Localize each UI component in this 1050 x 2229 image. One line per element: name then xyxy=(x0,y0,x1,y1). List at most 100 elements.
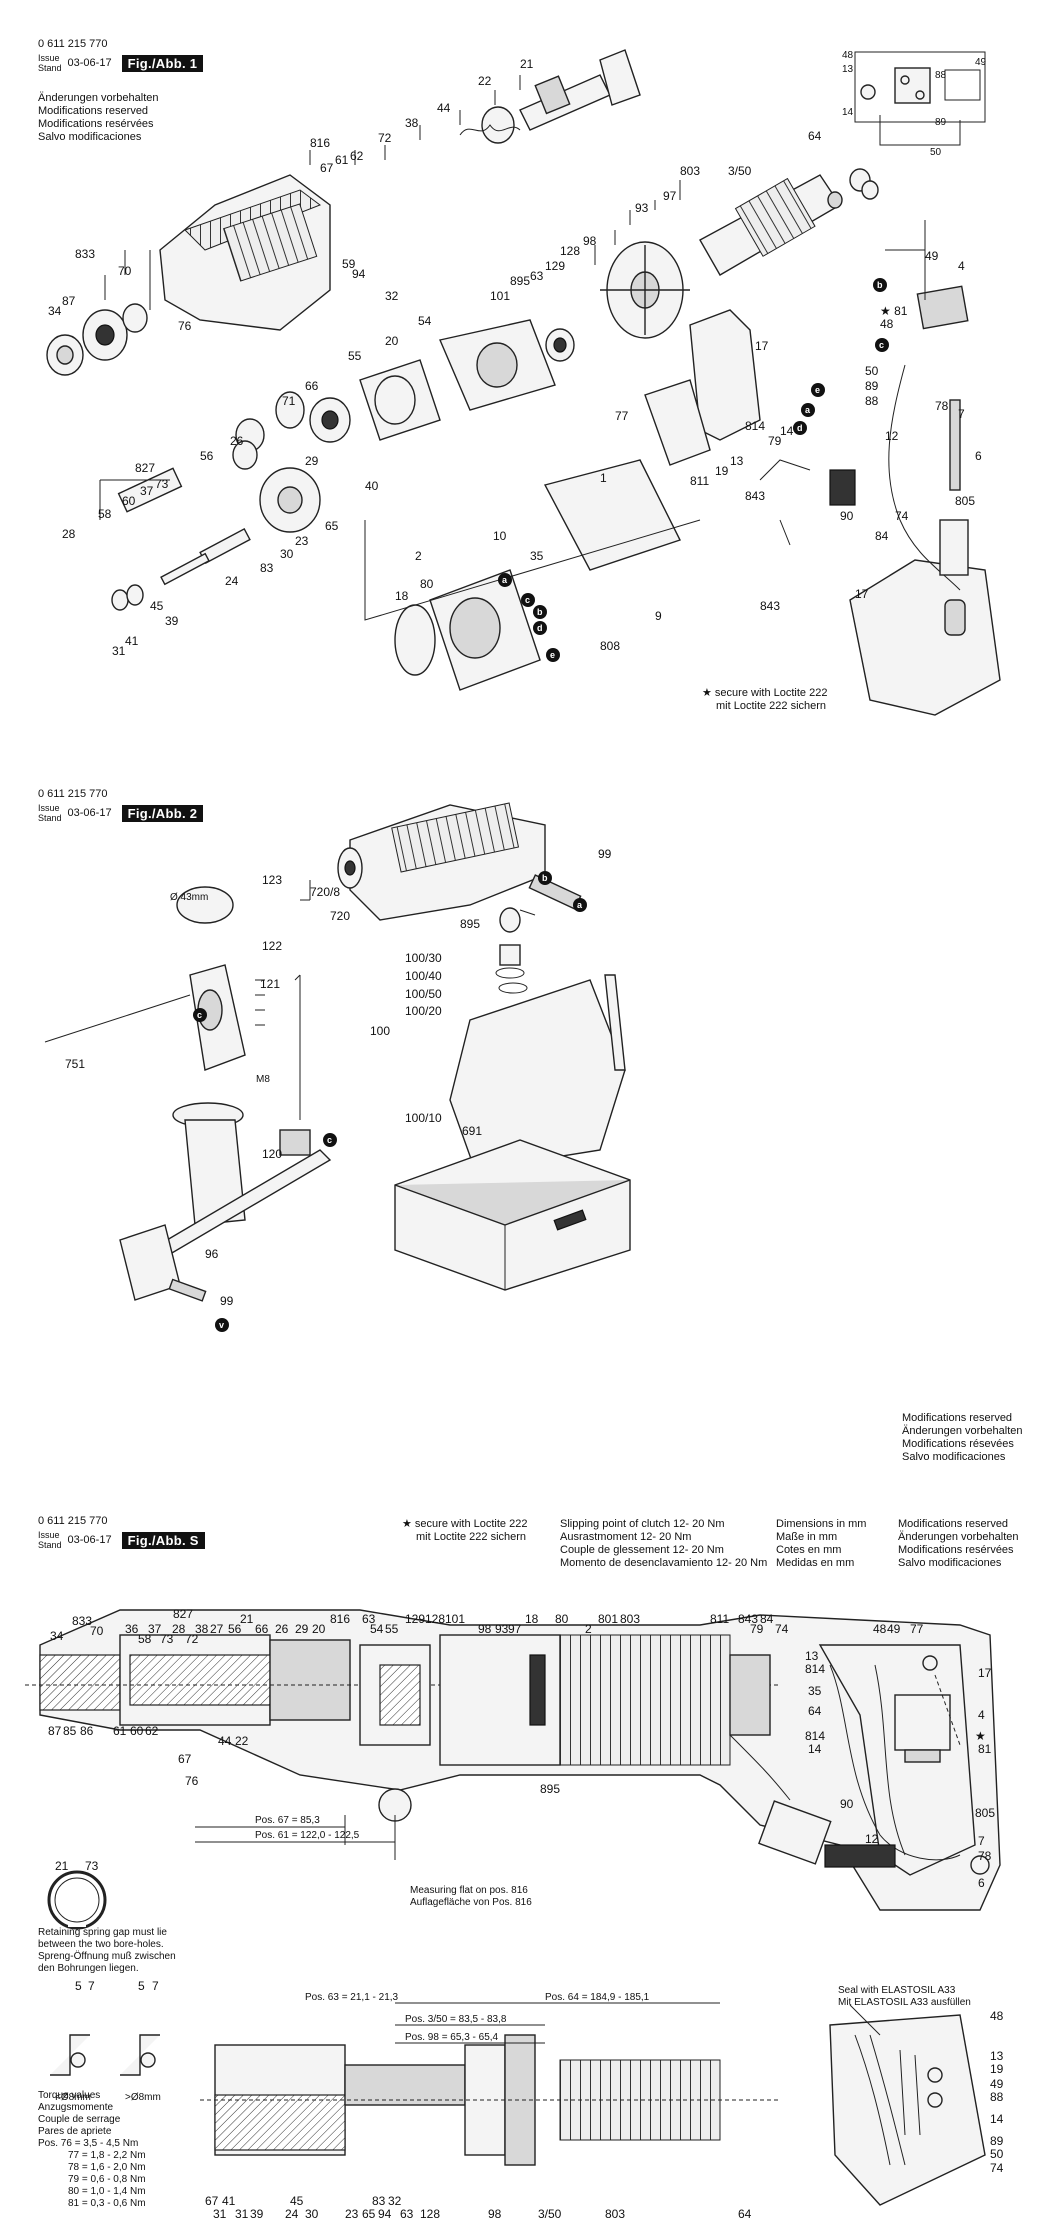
label-96: 96 xyxy=(205,1247,219,1261)
label-73: 73 xyxy=(155,477,169,491)
svg-text:23: 23 xyxy=(345,2207,359,2221)
svg-text:30: 30 xyxy=(305,2207,319,2221)
label-35: 35 xyxy=(530,549,544,563)
svg-text:63: 63 xyxy=(362,1612,376,1626)
label-13: 13 xyxy=(730,454,744,468)
label-72: 72 xyxy=(378,131,392,145)
label-31: 31 xyxy=(112,644,126,658)
handle-housing xyxy=(644,309,1001,716)
tool-holder xyxy=(459,49,641,144)
label-751: 751 xyxy=(65,1057,85,1071)
label-79: 79 xyxy=(768,434,782,448)
label-66: 66 xyxy=(305,379,319,393)
svg-text:5: 5 xyxy=(138,1979,145,1993)
svg-text:14: 14 xyxy=(990,2112,1004,2126)
label-7: 7 xyxy=(958,407,965,421)
label-71: 71 xyxy=(282,394,296,408)
svg-text:24: 24 xyxy=(285,2207,299,2221)
fig-badge: Fig./Abb. 1 xyxy=(121,54,204,72)
svg-text:56: 56 xyxy=(228,1622,242,1636)
label-121: 121 xyxy=(260,977,280,991)
svg-text:98: 98 xyxy=(488,2207,502,2221)
svg-text:827: 827 xyxy=(173,1607,193,1621)
shaft-parts xyxy=(111,440,321,611)
svg-text:128: 128 xyxy=(420,2207,440,2221)
label-77: 77 xyxy=(615,409,629,423)
label-20: 20 xyxy=(385,334,399,348)
label-895: 895 xyxy=(460,917,480,931)
label-1: 1 xyxy=(600,471,607,485)
label-99b: 99 xyxy=(220,1294,234,1308)
svg-text:c: c xyxy=(327,1135,332,1145)
section-view-figS: Pos. 67 = 85,3 Pos. 61 = 122,0 - 122,5 <… xyxy=(25,1607,1004,2221)
svg-text:13: 13 xyxy=(805,1649,819,1663)
label-90: 90 xyxy=(840,509,854,523)
label-48: 48 xyxy=(880,317,894,331)
bearing-flange xyxy=(439,319,575,411)
svg-text:94: 94 xyxy=(378,2207,392,2221)
svg-text:37: 37 xyxy=(148,1622,162,1636)
svg-text:93: 93 xyxy=(495,1622,509,1636)
svg-text:13: 13 xyxy=(990,2049,1004,2063)
svg-text:4: 4 xyxy=(978,1708,985,1722)
svg-text:129: 129 xyxy=(405,1612,425,1626)
label-100-10: 100/10 xyxy=(405,1111,442,1125)
connection-markers: b a c c v xyxy=(193,871,587,1332)
svg-text:a: a xyxy=(502,575,508,585)
svg-text:e: e xyxy=(815,385,820,395)
side-handle xyxy=(44,886,246,1226)
label-67: 67 xyxy=(320,161,334,175)
label-17: 17 xyxy=(755,339,769,353)
label-816: 816 xyxy=(310,136,330,150)
part-labels: 21 22 44 38 72 816 62 67 61 59 94 32 833… xyxy=(48,50,987,658)
svg-text:21: 21 xyxy=(55,1859,69,1873)
label-37: 37 xyxy=(140,484,154,498)
armature xyxy=(699,168,879,276)
svg-text:55: 55 xyxy=(385,1622,399,1636)
label-55: 55 xyxy=(348,349,362,363)
svg-text:2: 2 xyxy=(585,1622,592,1636)
label-58: 58 xyxy=(98,507,112,521)
label-84: 84 xyxy=(875,529,889,543)
label-76: 76 xyxy=(178,319,192,333)
svg-text:77: 77 xyxy=(910,1622,924,1636)
label-97: 97 xyxy=(663,189,677,203)
dimension-lines xyxy=(195,1815,396,1860)
label-60: 60 xyxy=(122,494,136,508)
modifications-note: Änderungen vorbehalten Modifications res… xyxy=(38,92,159,143)
leader-lines xyxy=(255,880,536,1120)
label-81: ★ 81 xyxy=(880,304,908,318)
gear-housing xyxy=(159,174,331,331)
svg-text:88: 88 xyxy=(990,2090,1004,2104)
label-17b: 17 xyxy=(855,587,869,601)
svg-text:38: 38 xyxy=(195,1622,209,1636)
issue-date: 03-06-17 xyxy=(67,56,112,69)
label-18: 18 xyxy=(395,589,409,603)
svg-text:27: 27 xyxy=(210,1622,224,1636)
label-814: 814 xyxy=(745,419,765,433)
seal-detail xyxy=(829,2004,986,2206)
label-100: 100 xyxy=(370,1024,390,1038)
svg-text:98: 98 xyxy=(478,1622,492,1636)
label-720-8: 720/8 xyxy=(310,885,340,899)
label-123: 123 xyxy=(262,873,282,887)
label-26: 26 xyxy=(230,434,244,448)
label-14: 14 xyxy=(780,424,794,438)
gear-assembly xyxy=(235,359,441,452)
svg-text:14: 14 xyxy=(808,1742,822,1756)
svg-text:20: 20 xyxy=(312,1622,326,1636)
depth-gauge xyxy=(119,1129,332,1302)
svg-text:70: 70 xyxy=(90,1624,104,1638)
svg-text:a: a xyxy=(805,405,811,415)
svg-text:128: 128 xyxy=(425,1612,445,1626)
svg-text:54: 54 xyxy=(370,1622,384,1636)
dust-plate xyxy=(449,974,626,1171)
label-24: 24 xyxy=(225,574,239,588)
pos61-note: Pos. 61 = 122,0 - 122,5 xyxy=(255,1830,360,1841)
label-93: 93 xyxy=(635,201,649,215)
label-6: 6 xyxy=(975,449,982,463)
label-720: 720 xyxy=(330,909,350,923)
svg-text:895: 895 xyxy=(540,1782,560,1796)
accessories-fig2: 99 895 100/30 100/40 100/50 100/20 100 1… xyxy=(44,802,631,1332)
label-59: 59 xyxy=(342,257,356,271)
